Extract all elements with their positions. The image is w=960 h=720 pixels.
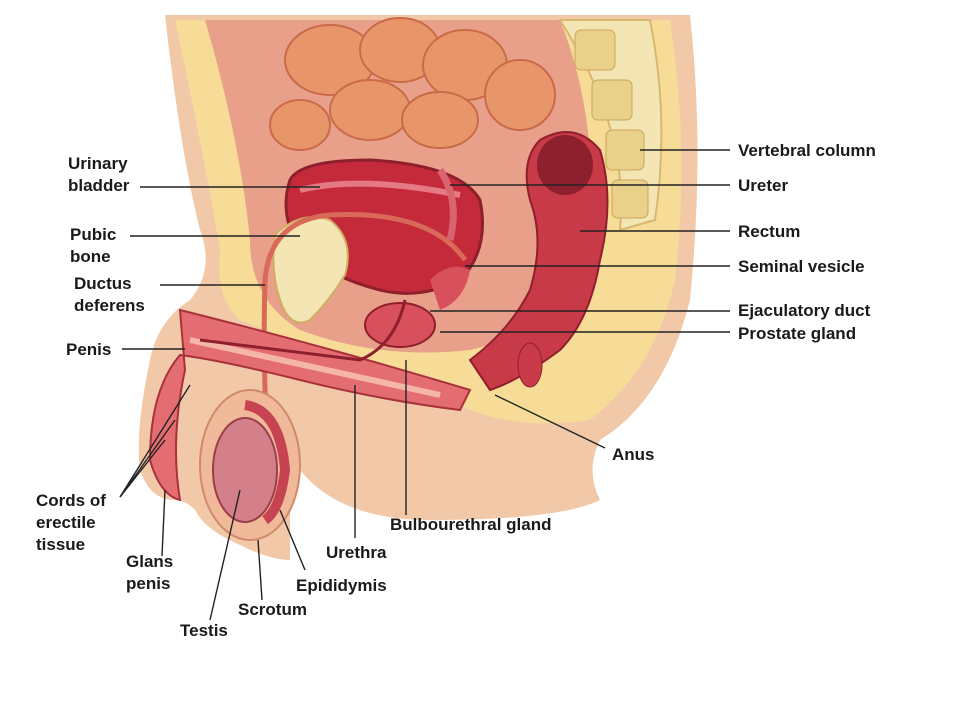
label-urinary-bladder-line1: Urinary [68,154,128,173]
anus-organ [517,342,543,388]
label-glans-line1: Glans [126,552,173,571]
labels: Urinary bladder Pubic bone Ductus defere… [36,141,876,640]
anatomy-illustration [138,15,698,560]
pubic-bone-organ [272,216,349,324]
penis-organ [148,308,472,502]
leader-lines [119,149,730,621]
testis-organ [212,417,278,523]
label-epididymis: Epididymis [296,576,387,595]
label-ductus-deferens-line1: Ductus [74,274,132,293]
label-urethra: Urethra [326,543,387,562]
label-rectum: Rectum [738,222,800,241]
seminal-vesicle-organ [430,266,470,310]
label-anus: Anus [612,445,655,464]
label-seminal-vesicle: Seminal vesicle [738,257,865,276]
label-pubic-bone-line2: bone [70,247,111,266]
ureter-organ [437,168,457,241]
label-cords-line1: Cords of [36,491,106,510]
label-glans-line2: penis [126,574,170,593]
label-ejaculatory-duct: Ejaculatory duct [738,301,871,320]
label-scrotum: Scrotum [238,600,307,619]
epididymis-organ [243,400,291,525]
label-prostate-gland: Prostate gland [738,324,856,343]
urethra-tube [199,299,407,362]
label-bulbourethral-gland: Bulbourethral gland [390,515,552,534]
label-vertebral-column: Vertebral column [738,141,876,160]
label-penis: Penis [66,340,111,359]
intestines [269,17,556,151]
label-cords-line2: erectile [36,513,96,532]
prostate-organ [364,302,436,348]
label-pubic-bone-line1: Pubic [70,225,116,244]
label-cords-line3: tissue [36,535,85,554]
label-ductus-deferens-line2: deferens [74,296,145,315]
label-urinary-bladder-line2: bladder [68,176,130,195]
label-ureter: Ureter [738,176,788,195]
vertebral-column [558,19,663,232]
label-testis: Testis [180,621,228,640]
